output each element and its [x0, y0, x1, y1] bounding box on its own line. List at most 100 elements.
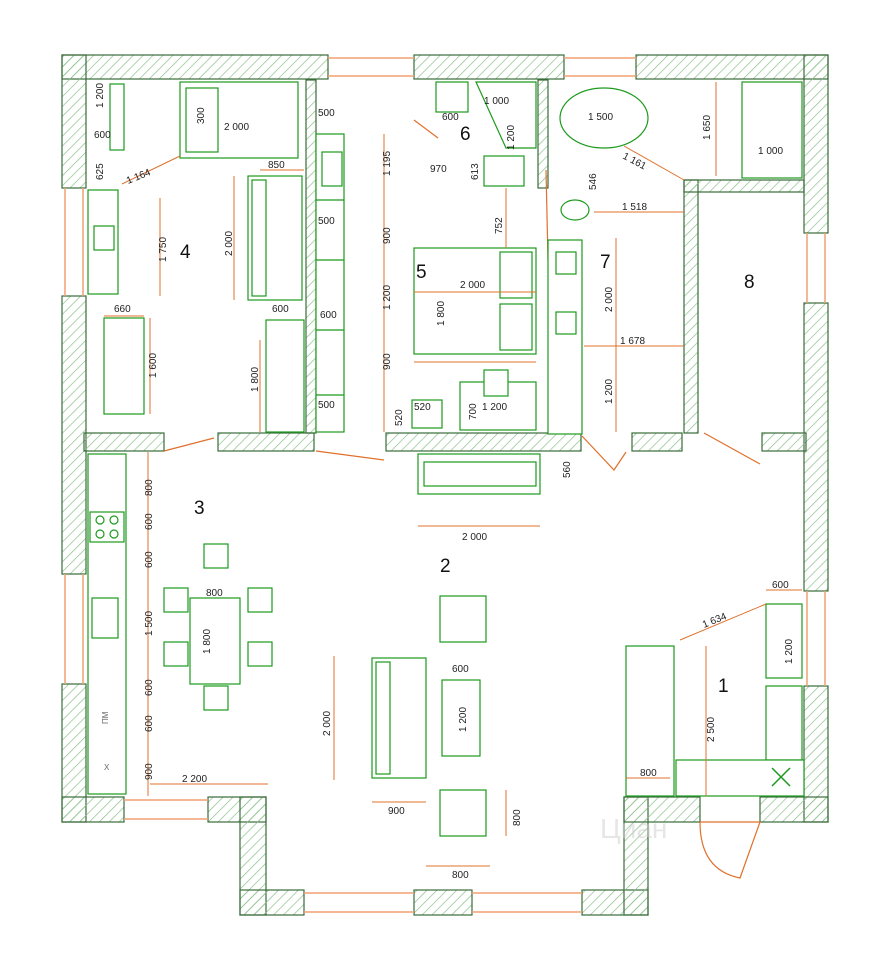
- doors: [163, 119, 761, 879]
- room-label-6: 6: [460, 124, 471, 145]
- dim-label: 1 200: [604, 379, 615, 404]
- dim-label: 1 200: [458, 707, 469, 732]
- vent-icon: [771, 767, 791, 787]
- bed-room4: [179, 81, 299, 159]
- toilet-room6: [483, 155, 525, 187]
- dim-label: 600: [320, 310, 337, 321]
- dim-label: 1 164: [125, 167, 153, 187]
- kitchen-sink: [91, 597, 119, 639]
- room-label-2: 2: [440, 556, 451, 577]
- dim-label: 1 000: [484, 96, 509, 107]
- dining-chair: [203, 685, 229, 711]
- dim-label: 600: [94, 130, 111, 141]
- wall-bottom-right-b: [759, 796, 829, 823]
- furniture: [87, 81, 805, 837]
- dining-chair: [203, 543, 229, 569]
- bed-room5: [413, 247, 537, 355]
- dim-label: 2 500: [706, 717, 717, 742]
- dim-label: 900: [144, 763, 155, 780]
- coffee-table: [441, 679, 481, 757]
- partition-kitchen-a: [83, 432, 165, 452]
- dim-label: 600: [772, 580, 789, 591]
- sofa: [371, 657, 427, 779]
- dim-label: 660: [114, 304, 131, 315]
- sofa-room4: [247, 175, 303, 301]
- dim-label: 500: [318, 108, 335, 119]
- dim-label: 600: [272, 304, 289, 315]
- room-label-7: 7: [600, 252, 611, 273]
- dim-label: 2 000: [604, 287, 615, 312]
- armchair: [439, 789, 487, 837]
- partition-room8-left: [683, 179, 699, 434]
- wall-bottom-left-a: [61, 796, 125, 823]
- shelf-room4: [109, 83, 125, 151]
- watermark: Циан: [600, 813, 667, 844]
- dim-label: 2 200: [182, 774, 207, 785]
- wall-left-1: [61, 54, 87, 189]
- partition-wc-b: [761, 432, 807, 452]
- wall-bay-bottom-a: [239, 889, 305, 916]
- shower-room7: [741, 81, 803, 179]
- room-label-4: 4: [180, 242, 191, 263]
- dishwasher-mark: ПМ: [101, 711, 110, 724]
- oven-mark: X: [104, 763, 110, 772]
- dim-label: 1 200: [382, 285, 393, 310]
- dim-label: 1 200: [482, 402, 507, 413]
- hob: [89, 511, 125, 543]
- dim-label: 850: [268, 160, 285, 171]
- dim-label: 1 800: [250, 367, 261, 392]
- dim-label: 600: [442, 112, 459, 123]
- wardrobe-room4: [265, 319, 305, 433]
- dim-label: 600: [144, 513, 155, 530]
- dim-label: 800: [144, 479, 155, 496]
- dimension-lines: [104, 82, 802, 867]
- armchair: [439, 595, 487, 643]
- dim-label: 1 800: [202, 629, 213, 654]
- dim-label: 800: [452, 870, 469, 881]
- cabinet-room1: [765, 685, 803, 761]
- dim-label: 1 750: [158, 237, 169, 262]
- dim-label: 1 800: [436, 301, 447, 326]
- chair-room5b: [483, 369, 509, 397]
- nightstand: [411, 399, 443, 429]
- room-label-8: 8: [744, 272, 755, 293]
- partition-bath: [537, 79, 549, 189]
- dim-label: 2 000: [322, 711, 333, 736]
- toilet-room7: [560, 199, 590, 221]
- bathtub: [559, 87, 649, 149]
- dim-label: 1 161: [621, 151, 649, 173]
- room-labels: 1 2 3 4 5 6 7 8: [180, 124, 755, 697]
- partition-bed-a: [385, 432, 582, 452]
- dim-label: 500: [318, 400, 335, 411]
- dim-label: 600: [144, 551, 155, 568]
- tv-console: [417, 453, 541, 495]
- dim-label: 800: [206, 588, 223, 599]
- dim-label: 300: [196, 107, 207, 124]
- dim-label: 520: [414, 402, 431, 413]
- dim-label: 600: [144, 679, 155, 696]
- dim-label: 1 650: [702, 115, 713, 140]
- dim-label: 800: [640, 768, 657, 779]
- dim-label: 1 195: [382, 151, 393, 176]
- dim-label: 1 200: [506, 125, 517, 150]
- wall-bottom-right-a: [623, 796, 701, 823]
- shower-room6: [475, 81, 537, 149]
- wall-top-left: [61, 54, 329, 80]
- dim-label: 2 000: [224, 122, 249, 133]
- bed-room1: [675, 759, 805, 797]
- dim-label: 600: [452, 664, 469, 675]
- partition-kitchen-b: [217, 432, 315, 452]
- dim-label: 2 000: [224, 231, 235, 256]
- dining-chair: [247, 641, 273, 667]
- dining-chair: [163, 641, 189, 667]
- dim-label: 1 500: [588, 112, 613, 123]
- dim-label: 1 518: [622, 202, 647, 213]
- partition-room8-top: [683, 179, 805, 193]
- windows: [64, 57, 826, 913]
- dim-label: 520: [394, 409, 405, 426]
- wall-right-1: [803, 54, 829, 234]
- dim-label: 625: [95, 163, 106, 180]
- dining-chair: [163, 587, 189, 613]
- wall-left-2: [61, 295, 87, 575]
